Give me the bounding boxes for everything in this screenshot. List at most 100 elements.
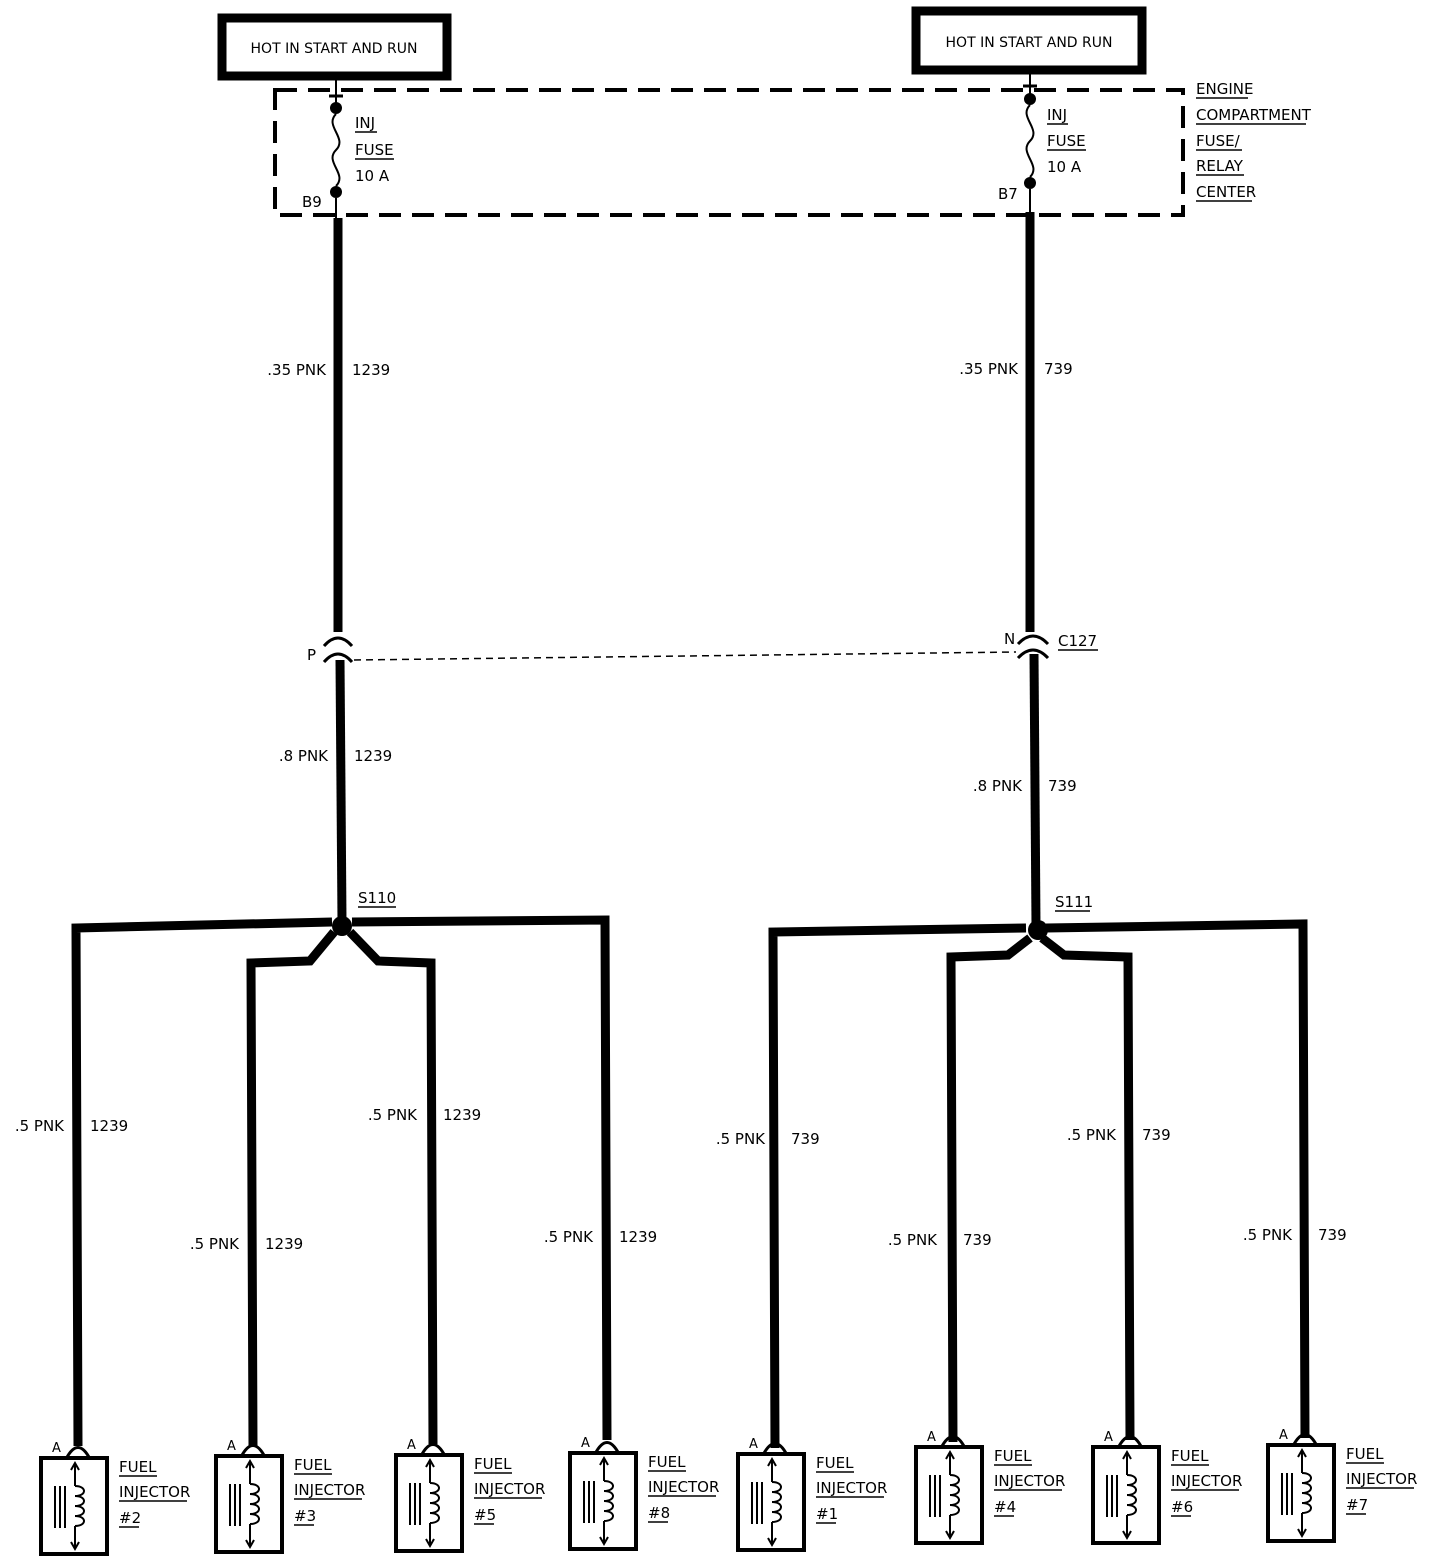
fuel-injector: A FUEL INJECTOR #8 [568,1436,719,1551]
wire-circuit-label: 739 [1048,777,1077,795]
injector-label-line1: FUEL [994,1447,1032,1465]
injector-label-number: #8 [648,1504,670,1522]
power-source-label: HOT IN START AND RUN [251,41,418,57]
svg-text:.5 PNK: .5 PNK [15,1117,65,1135]
wire-circuit-label: 1239 [352,361,390,379]
svg-text:.5 PNK: .5 PNK [368,1106,418,1124]
svg-text:739: 739 [1142,1126,1171,1144]
injector-body [1266,1443,1336,1543]
branch-labels: .5 PNK 1239 .5 PNK 1239 .5 PNK 1239 .5 P… [15,1106,1347,1253]
svg-text:INJ: INJ [1047,106,1067,124]
injector-label-number: #4 [994,1498,1016,1516]
fuel-injectors: A FUEL INJECTOR #2 A FUEL INJECTOR #3 A FUEL INJEC… [39,1428,1417,1556]
svg-text:COMPARTMENT: COMPARTMENT [1196,106,1312,124]
svg-text:.5 PNK: .5 PNK [1243,1226,1293,1244]
injector-pin: A [227,1439,236,1454]
injector-body [1091,1445,1161,1545]
connector-pin-left: P [307,646,316,664]
wire-gauge-label: .35 PNK [959,360,1019,378]
wire-circuit-label: 739 [1044,360,1073,378]
svg-text:.5 PNK: .5 PNK [190,1235,240,1253]
fuel-injector: A FUEL INJECTOR #3 [214,1439,365,1554]
fuse-terminal: B9 [302,193,322,211]
power-source-label: HOT IN START AND RUN [946,35,1113,51]
injector-pin: A [407,1438,416,1453]
injector-label-line2: INJECTOR [294,1481,365,1499]
svg-text:10 A: 10 A [1047,158,1082,176]
svg-text:739: 739 [963,1231,992,1249]
injector-label-number: #7 [1346,1496,1368,1514]
injector-pin: A [581,1436,590,1451]
injector-body [568,1451,638,1551]
splice-name: S110 [358,889,396,907]
svg-text:CENTER: CENTER [1196,183,1256,201]
splice-s110: S110 [71,889,612,1447]
injector-body [214,1454,284,1554]
injector-pin: A [1279,1428,1288,1443]
injector-label-line1: FUEL [1171,1447,1209,1465]
svg-text:1239: 1239 [90,1117,128,1135]
injector-pin: A [749,1437,758,1452]
injector-label-line1: FUEL [1346,1445,1384,1463]
svg-text:739: 739 [1318,1226,1347,1244]
injector-pin: A [52,1441,61,1456]
fuse-terminal: B7 [998,185,1018,203]
svg-text:FUSE/: FUSE/ [1196,132,1241,150]
injector-pin: A [927,1430,936,1445]
svg-text:739: 739 [791,1130,820,1148]
injector-label-line2: INJECTOR [119,1483,190,1501]
injector-label-line2: INJECTOR [994,1472,1065,1490]
svg-text:.5 PNK: .5 PNK [888,1231,938,1249]
splice-s111: S111 [768,893,1310,1449]
injector-body [39,1456,109,1556]
injector-label-line2: INJECTOR [474,1480,545,1498]
svg-text:1239: 1239 [619,1228,657,1246]
injector-body [914,1445,984,1545]
fuse-left: INJ FUSE 10 A B9 [302,76,394,220]
power-source-right: HOT IN START AND RUN [911,6,1147,75]
svg-text:INJ: INJ [355,114,375,132]
wire-middle-right [1029,653,1041,927]
injector-label-line1: FUEL [474,1455,512,1473]
injector-label-number: #3 [294,1507,316,1525]
svg-text:.5 PNK: .5 PNK [716,1130,766,1148]
svg-text:.5 PNK: .5 PNK [1067,1126,1117,1144]
fuse-relay-center-box [273,88,1185,217]
fuel-injector: A FUEL INJECTOR #7 [1266,1428,1417,1543]
fuel-injector: A FUEL INJECTOR #4 [914,1430,1065,1545]
injector-pin: A [1104,1430,1113,1445]
fuel-injector: A FUEL INJECTOR #5 [394,1438,545,1553]
svg-text:.5 PNK: .5 PNK [544,1228,594,1246]
wire-gauge-label: .8 PNK [973,777,1023,795]
injector-label-line2: INJECTOR [816,1479,887,1497]
svg-text:1239: 1239 [443,1106,481,1124]
connector-name: C127 [1058,632,1097,650]
power-source-left: HOT IN START AND RUN [217,13,452,81]
injector-label-number: #2 [119,1509,141,1527]
injector-label-line1: FUEL [648,1453,686,1471]
connector-c127: P N C127 [307,630,1098,664]
injector-label-number: #5 [474,1506,496,1524]
svg-text:FUSE: FUSE [355,141,394,159]
svg-text:1239: 1239 [265,1235,303,1253]
injector-body [736,1452,806,1552]
wire-circuit-label: 1239 [354,747,392,765]
svg-text:FUSE: FUSE [1047,132,1086,150]
injector-body [394,1453,464,1553]
svg-text:RELAY: RELAY [1196,157,1244,175]
injector-label-line1: FUEL [294,1456,332,1474]
injector-label-line2: INJECTOR [1346,1470,1417,1488]
wire-middle-left [335,659,347,923]
injector-label-number: #6 [1171,1498,1193,1516]
svg-text:ENGINE: ENGINE [1196,80,1253,98]
injector-label-line2: INJECTOR [1171,1472,1242,1490]
connector-pin-right: N [1004,630,1015,648]
wire-gauge-label: .8 PNK [279,747,329,765]
injector-label-line2: INJECTOR [648,1478,719,1496]
fuel-injector: A FUEL INJECTOR #6 [1091,1430,1242,1545]
wire-gauge-label: .35 PNK [267,361,327,379]
svg-text:10 A: 10 A [355,167,390,185]
injector-label-number: #1 [816,1505,838,1523]
